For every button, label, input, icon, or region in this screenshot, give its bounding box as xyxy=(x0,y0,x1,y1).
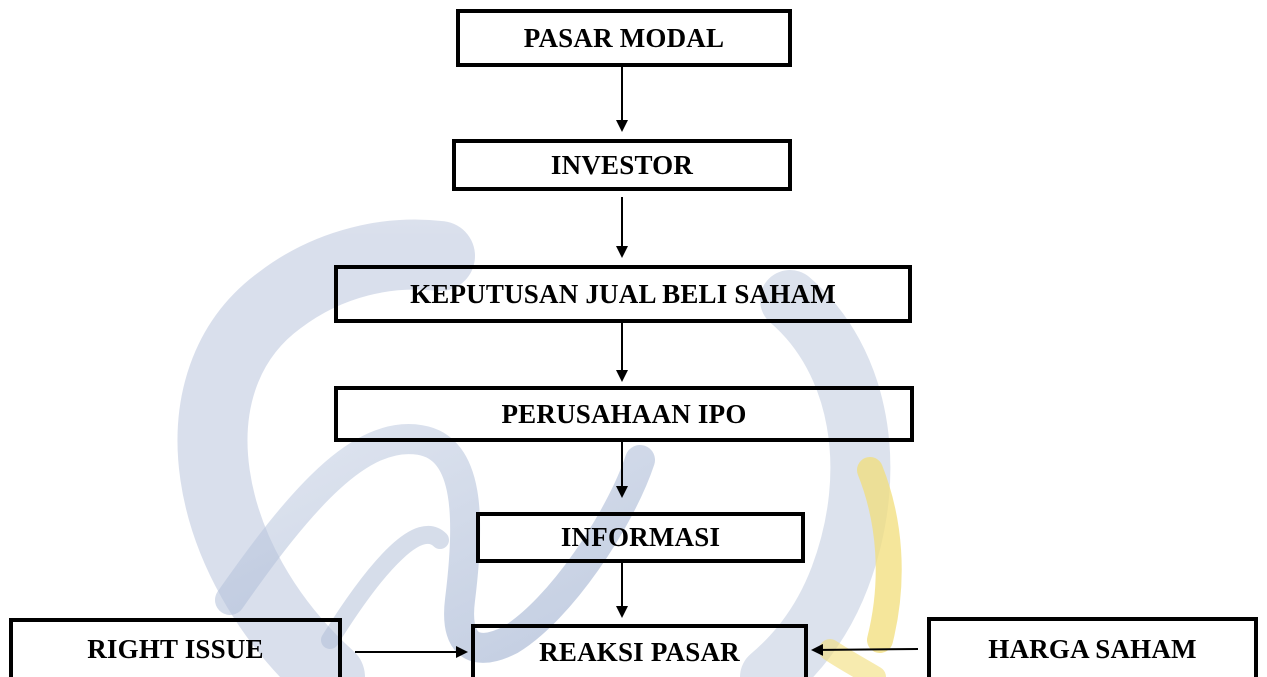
node-keputusan-jual-beli-saham: KEPUTUSAN JUAL BELI SAHAM xyxy=(334,265,912,323)
node-pasar-modal: PASAR MODAL xyxy=(456,9,792,67)
node-investor-label: INVESTOR xyxy=(550,149,694,180)
node-harga-saham: HARGA SAHAM xyxy=(927,617,1258,677)
node-pasar-modal-label: PASAR MODAL xyxy=(523,22,725,53)
node-reaksi-pasar-label: REAKSI PASAR xyxy=(539,637,740,667)
node-informasi-label: INFORMASI xyxy=(560,522,721,552)
node-right-issue: RIGHT ISSUE xyxy=(9,618,342,677)
node-harga-saham-label: HARGA SAHAM xyxy=(988,633,1197,664)
node-right-issue-label: RIGHT ISSUE xyxy=(87,634,264,664)
node-perusahaan-ipo: PERUSAHAAN IPO xyxy=(334,386,914,442)
node-keputusan-label: KEPUTUSAN JUAL BELI SAHAM xyxy=(410,278,836,309)
node-reaksi-pasar: REAKSI PASAR xyxy=(471,624,808,677)
node-investor: INVESTOR xyxy=(452,139,792,191)
arrow-harga-saham-to-reaksi xyxy=(811,643,919,656)
node-perusahaan-ipo-label: PERUSAHAAN IPO xyxy=(501,398,747,429)
node-informasi: INFORMASI xyxy=(476,512,805,563)
